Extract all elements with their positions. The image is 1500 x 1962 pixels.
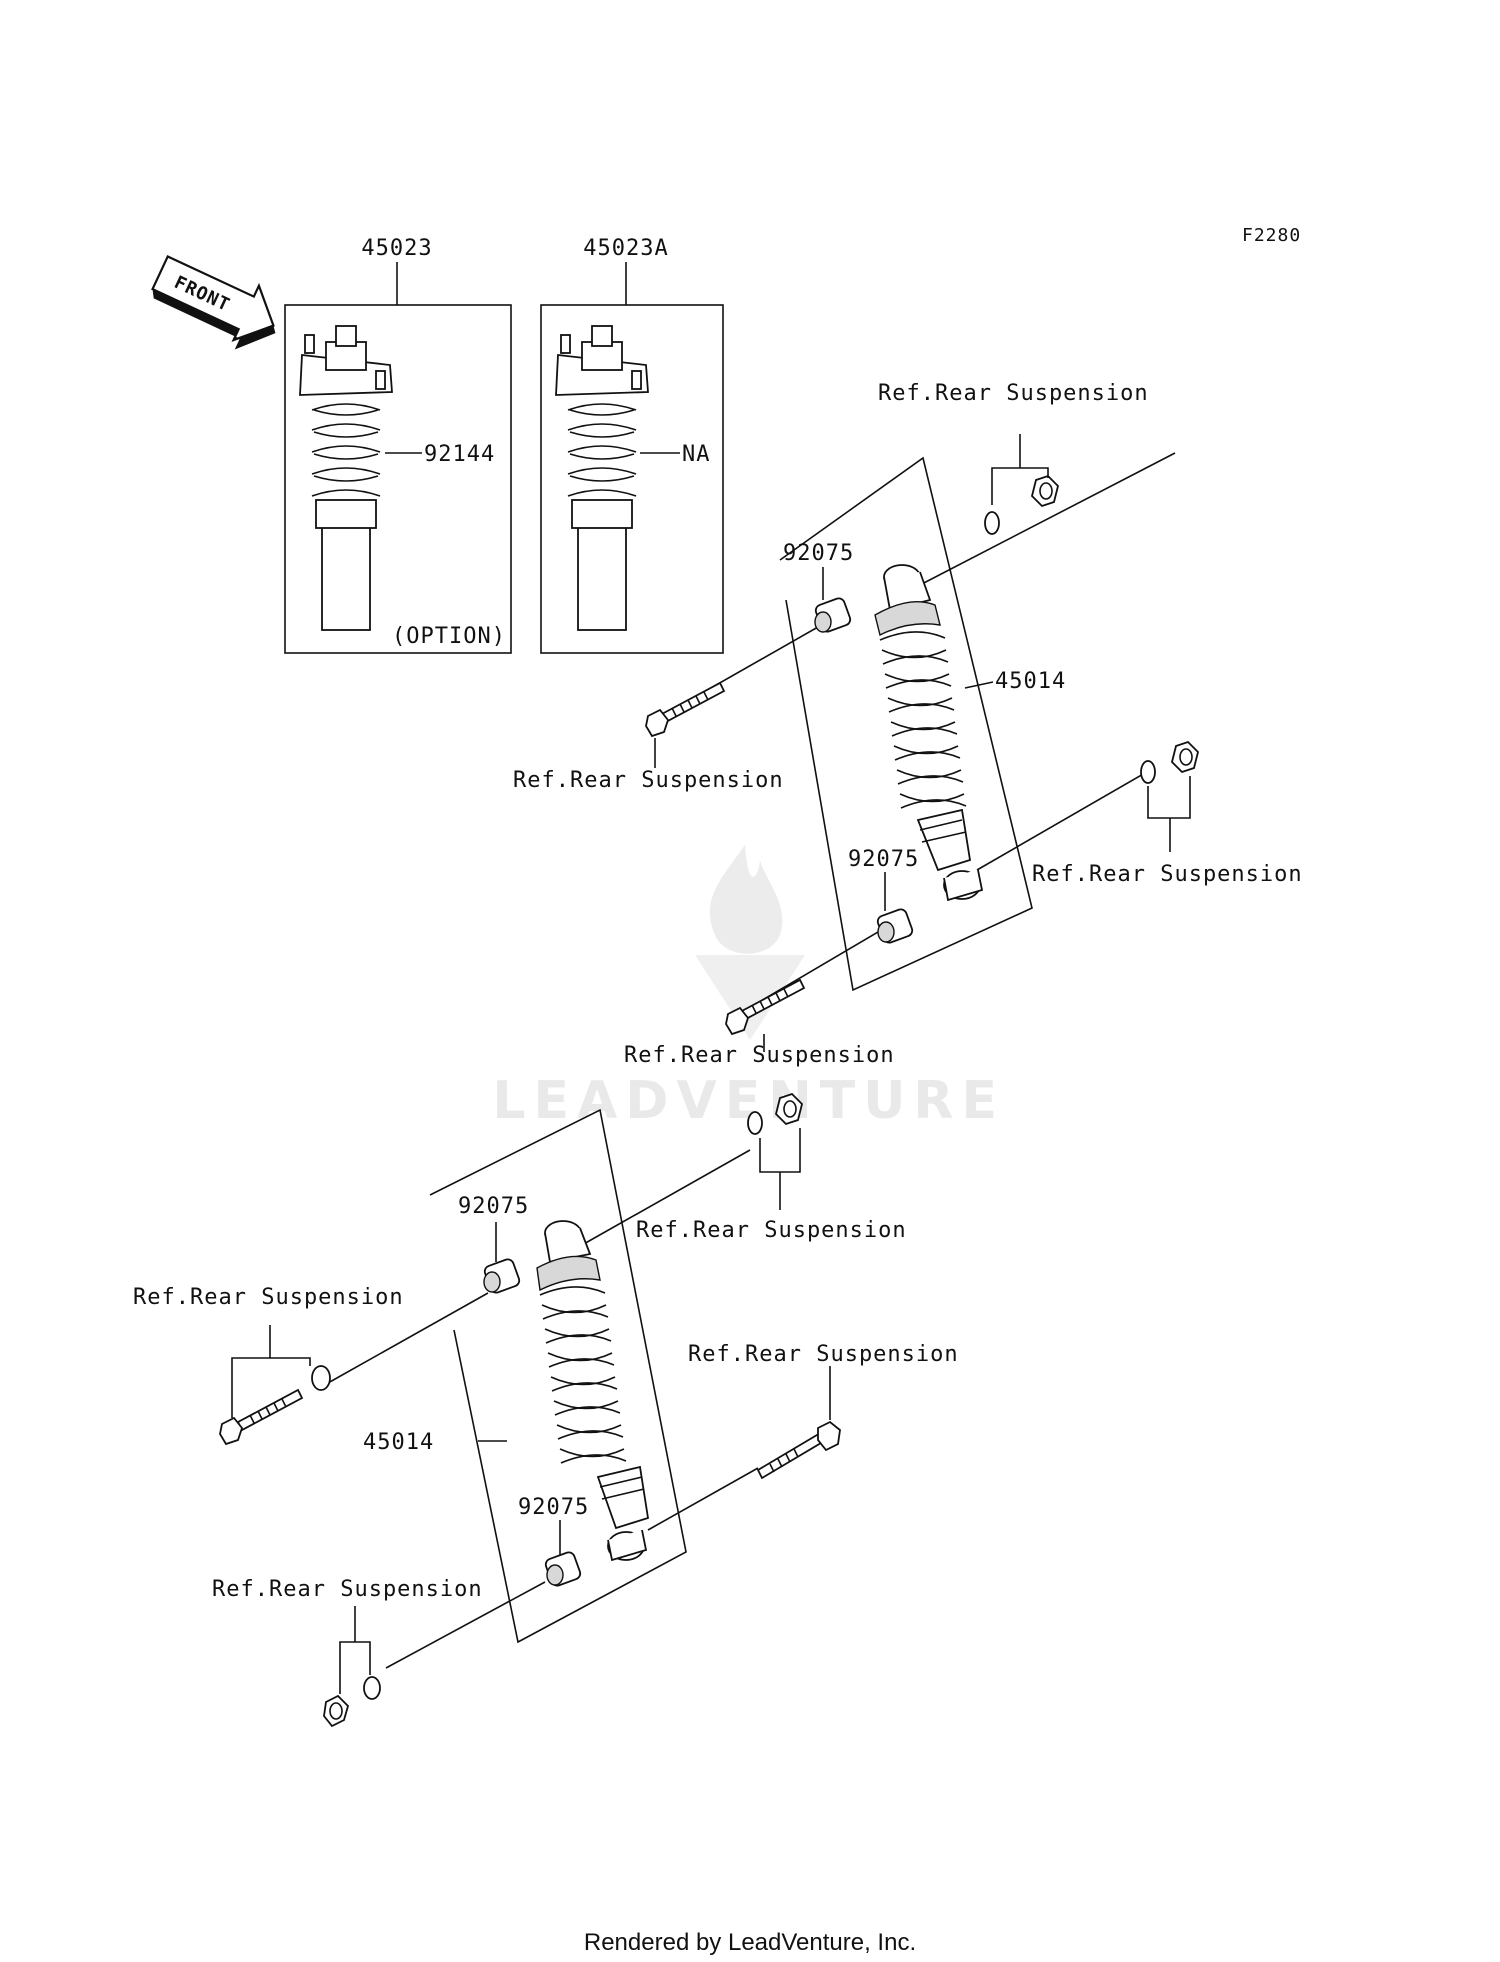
bolt-icon	[219, 1365, 331, 1446]
footer-credit: Rendered by LeadVenture, Inc.	[584, 1929, 916, 1956]
shock-absorber-option-icon	[299, 325, 393, 631]
bushing-icon	[876, 908, 914, 944]
part-number-92144: 92144	[424, 442, 495, 467]
ref-top-nut-lower: Ref.Rear Suspension	[636, 1218, 907, 1243]
ref-top-bolt-upper: Ref.Rear Suspension	[513, 768, 784, 793]
lower-shock-group: 45014 92075 Ref.Rear Suspension Ref.Rear…	[133, 1092, 959, 1728]
bushing-icon	[544, 1551, 582, 1587]
shock-absorber-45014-lower-icon	[536, 1220, 650, 1562]
bolt-icon	[725, 978, 806, 1036]
option-box-45023A: 45023A NA	[540, 236, 724, 654]
part-number-92075-lower-top: 92075	[458, 1194, 529, 1219]
ref-bottom-nut-upper: Ref.Rear Suspension	[1032, 862, 1303, 887]
ref-top-nut-upper: Ref.Rear Suspension	[878, 381, 1149, 406]
option-note: (OPTION)	[392, 624, 506, 649]
part-number-45014-lower: 45014	[363, 1430, 434, 1455]
diagram-id: F2280	[1242, 225, 1301, 246]
watermark-flame-icon	[709, 845, 783, 954]
bushing-icon	[814, 597, 852, 633]
part-number-92075-upper-top: 92075	[783, 541, 854, 566]
nut-washer-icon	[984, 474, 1059, 535]
ref-bottom-nut-lower: Ref.Rear Suspension	[212, 1577, 483, 1602]
part-number-45023: 45023	[361, 236, 432, 261]
part-number-45014-upper: 45014	[995, 669, 1066, 694]
shock-absorber-45014-upper-icon	[874, 564, 984, 902]
option-box-45023: 45023 92144 (OPTION)	[284, 236, 512, 654]
shock-absorber-option-a-icon	[555, 325, 649, 631]
watermark: LEADVENTURE	[492, 845, 997, 1131]
part-number-NA: NA	[682, 442, 711, 467]
upper-shock-group: 45014 92075 Ref.Rear Suspension Ref.Rear…	[513, 381, 1303, 1068]
ref-top-bolt-lower: Ref.Rear Suspension	[133, 1285, 404, 1310]
ref-bottom-bolt-lower: Ref.Rear Suspension	[688, 1342, 959, 1367]
part-number-92075-lower-bottom: 92075	[518, 1495, 589, 1520]
bushing-icon	[483, 1258, 521, 1294]
bolt-icon	[756, 1420, 841, 1480]
nut-washer-icon	[323, 1676, 381, 1728]
nut-washer-icon	[747, 1092, 803, 1135]
part-number-45023A: 45023A	[583, 236, 668, 261]
front-arrow-icon: FRONT	[151, 254, 276, 350]
watermark-v-icon	[695, 955, 805, 1040]
nut-washer-icon	[1140, 740, 1199, 784]
ref-bottom-bolt-upper: Ref.Rear Suspension	[624, 1043, 895, 1068]
bolt-icon	[645, 681, 726, 738]
part-number-92075-upper-bottom: 92075	[848, 847, 919, 872]
